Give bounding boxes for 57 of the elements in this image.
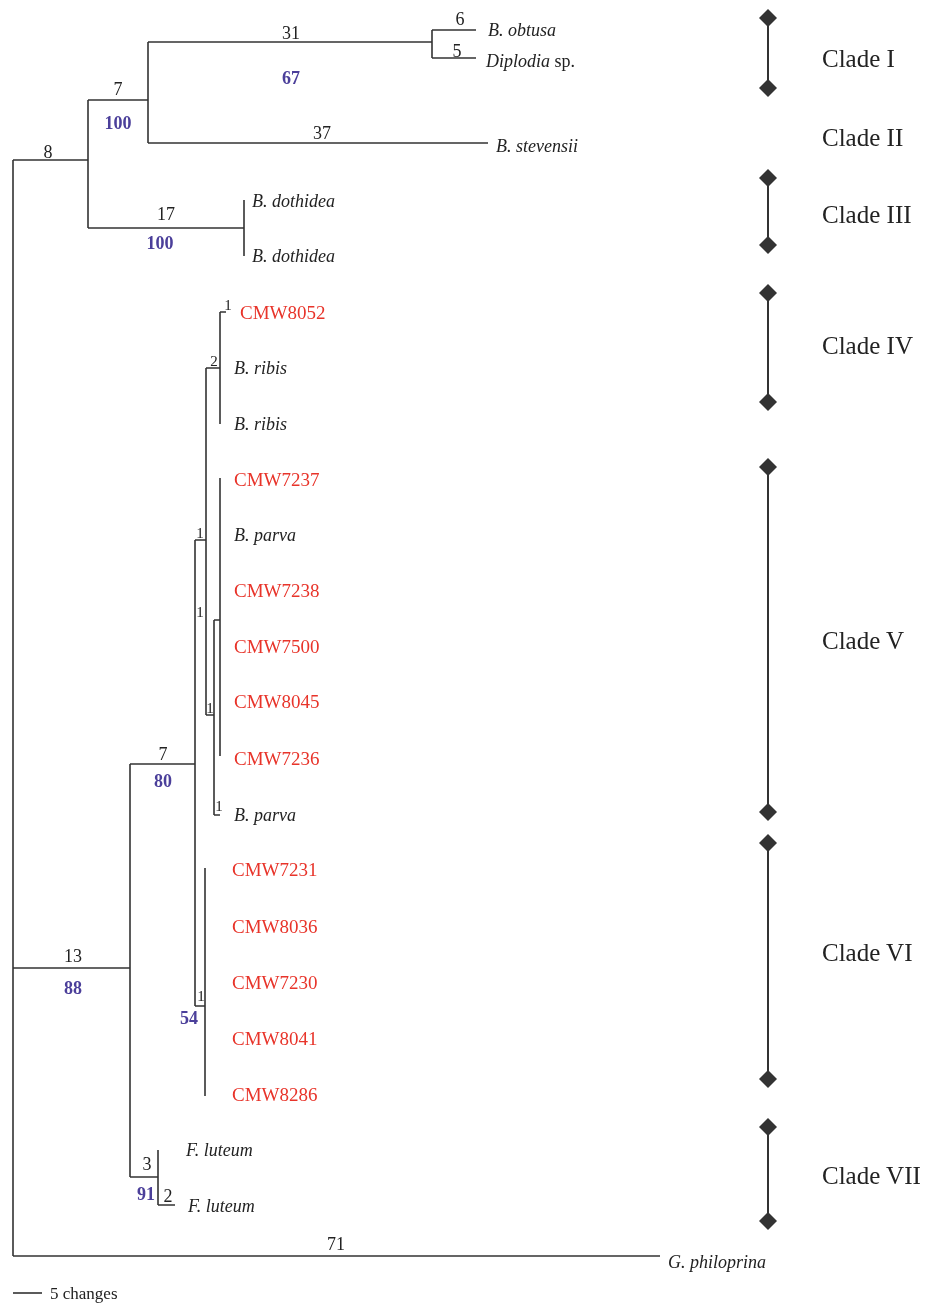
bootstrap-value: 80 bbox=[154, 772, 172, 790]
taxon-label: B. stevensii bbox=[496, 137, 578, 155]
clade-label: Clade V bbox=[822, 627, 905, 653]
branch-length: 5 bbox=[452, 42, 462, 60]
bootstrap-value: 54 bbox=[180, 1009, 198, 1027]
isolate-label: CMW8041 bbox=[232, 1028, 318, 1048]
taxon-label: G. philoprina bbox=[668, 1253, 766, 1271]
isolate-label: CMW7500 bbox=[234, 636, 320, 656]
clade-label: Clade III bbox=[822, 201, 912, 227]
branch-length: 7 bbox=[113, 80, 123, 98]
bootstrap-value: 100 bbox=[146, 234, 174, 252]
branch-length: 2 bbox=[163, 1187, 173, 1205]
branch-length: 71 bbox=[327, 1235, 345, 1253]
clade-label: Clade IV bbox=[822, 332, 913, 358]
branch-length: 3 bbox=[142, 1155, 152, 1173]
taxon-label: B. parva bbox=[234, 526, 296, 544]
scale-label: 5 changes bbox=[50, 1284, 118, 1302]
branch-length: 17 bbox=[157, 205, 175, 223]
bootstrap-value: 100 bbox=[104, 114, 132, 132]
branch-length: 8 bbox=[43, 143, 53, 161]
isolate-label: CMW7231 bbox=[232, 859, 318, 879]
clade-label: Clade II bbox=[822, 124, 904, 150]
branch-length: 1 bbox=[224, 297, 232, 313]
isolate-label: CMW7237 bbox=[234, 469, 320, 489]
clade-label: Clade VII bbox=[822, 1162, 921, 1188]
branch-length: 1 bbox=[215, 798, 223, 814]
branch-length: 37 bbox=[313, 124, 331, 142]
taxon-label: B. obtusa bbox=[488, 21, 556, 39]
taxon-label: B. dothidea bbox=[252, 247, 335, 265]
branch-length: 6 bbox=[455, 10, 465, 28]
isolate-label: CMW7236 bbox=[234, 748, 320, 768]
isolate-label: CMW7230 bbox=[232, 972, 318, 992]
branch-length: 1 bbox=[196, 525, 204, 541]
branch-length: 2 bbox=[210, 353, 218, 369]
branch-length: 31 bbox=[282, 24, 300, 42]
branch-length: 1 bbox=[206, 700, 214, 716]
bootstrap-value: 67 bbox=[282, 69, 300, 87]
taxon-label: F. luteum bbox=[186, 1141, 253, 1159]
isolate-label: CMW8036 bbox=[232, 916, 318, 936]
taxon-label: B. parva bbox=[234, 806, 296, 824]
branch-length: 1 bbox=[196, 604, 204, 620]
branch-length: 13 bbox=[64, 947, 82, 965]
isolate-label: CMW7238 bbox=[234, 580, 320, 600]
branch-length: 7 bbox=[158, 745, 168, 763]
isolate-label: CMW8045 bbox=[234, 691, 320, 711]
isolate-label: CMW8286 bbox=[232, 1084, 318, 1104]
bootstrap-value: 88 bbox=[64, 979, 82, 997]
taxon-label: B. ribis bbox=[234, 359, 287, 377]
taxon-label: B. dothidea bbox=[252, 192, 335, 210]
taxon-label: F. luteum bbox=[188, 1197, 255, 1215]
clade-label: Clade I bbox=[822, 45, 895, 71]
taxon-label: Diplodia sp. bbox=[486, 52, 576, 70]
branch-length: 1 bbox=[197, 988, 205, 1004]
taxon-label: B. ribis bbox=[234, 415, 287, 433]
bootstrap-value: 91 bbox=[137, 1185, 155, 1203]
isolate-label: CMW8052 bbox=[240, 302, 326, 322]
clade-label: Clade VI bbox=[822, 939, 913, 965]
